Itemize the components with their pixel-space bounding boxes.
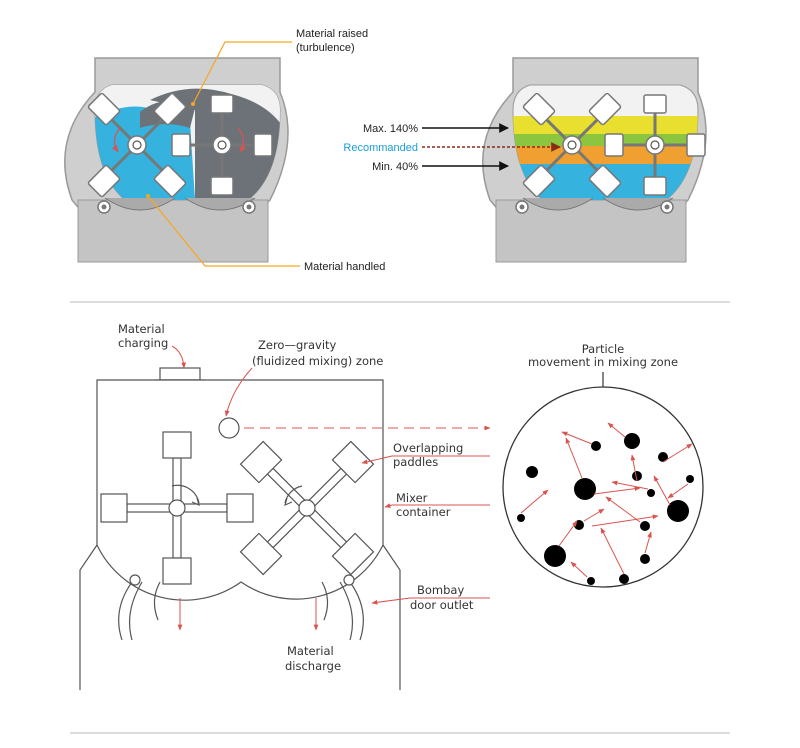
label-discharge-line2: discharge [285,659,341,673]
label-zero-gravity-line1: Zero—gravity [258,338,337,352]
particle [640,521,650,531]
particle [624,433,640,449]
label-particle-line2: movement in mixing zone [528,355,678,369]
label-bombay-line1: Bombay [417,583,464,597]
particle [658,452,668,462]
particle [619,574,629,584]
label-recommended: Recommanded [343,142,418,154]
particle [640,554,650,564]
bombay-door-left [118,581,143,641]
label-overlapping-line2: paddles [393,455,438,469]
particle-motion-arrows [520,422,693,578]
label-material-charging-line1: Material [118,322,165,336]
particle [526,466,538,478]
zero-gravity-zone [218,417,240,439]
particle [517,514,525,522]
mixer-schematic [79,367,704,690]
particle [686,475,694,483]
schematic-paddle-left [100,431,254,585]
mixer-container [96,379,384,601]
label-max: Max. 140% [363,123,418,135]
particle [544,545,566,567]
particle [587,577,595,585]
paddle-right-b [604,94,706,196]
particle [574,520,584,530]
label-zero-gravity-line2: (fluidized mixing) zone [252,354,383,368]
schematic-paddle-right [239,440,375,576]
paddle-right-a [522,92,622,198]
particles [517,433,694,585]
paddle-left-a [87,92,187,198]
schematic-pointers [171,345,491,631]
particle [632,471,642,481]
top-left-mixer: Material raised (turbulence) Material ha… [64,28,385,273]
particle-zone [502,386,704,588]
particle [591,441,601,451]
label-discharge-line1: Material [287,644,334,658]
label-mixer-container-line2: container [396,505,451,519]
label-material-raised-line2: (turbulence) [296,42,355,54]
label-material-handled: Material handled [304,261,385,273]
top-right-mixer: Max. 140% Recommanded Min. 40% [343,57,707,263]
particle [667,500,689,522]
label-overlapping-line1: Overlapping [393,441,463,455]
label-particle-line1: Particle [582,342,625,356]
label-material-raised-line1: Material raised [296,28,368,40]
label-bombay-line2: door outlet [410,598,474,612]
particle [574,478,596,500]
particle [647,489,655,497]
level-max-band [513,116,698,134]
paddle-left-b [171,94,273,196]
label-mixer-container-line1: Mixer [396,491,428,505]
label-material-charging-line2: charging [118,336,168,350]
bombay-door-right [339,581,364,641]
label-min: Min. 40% [372,161,418,173]
